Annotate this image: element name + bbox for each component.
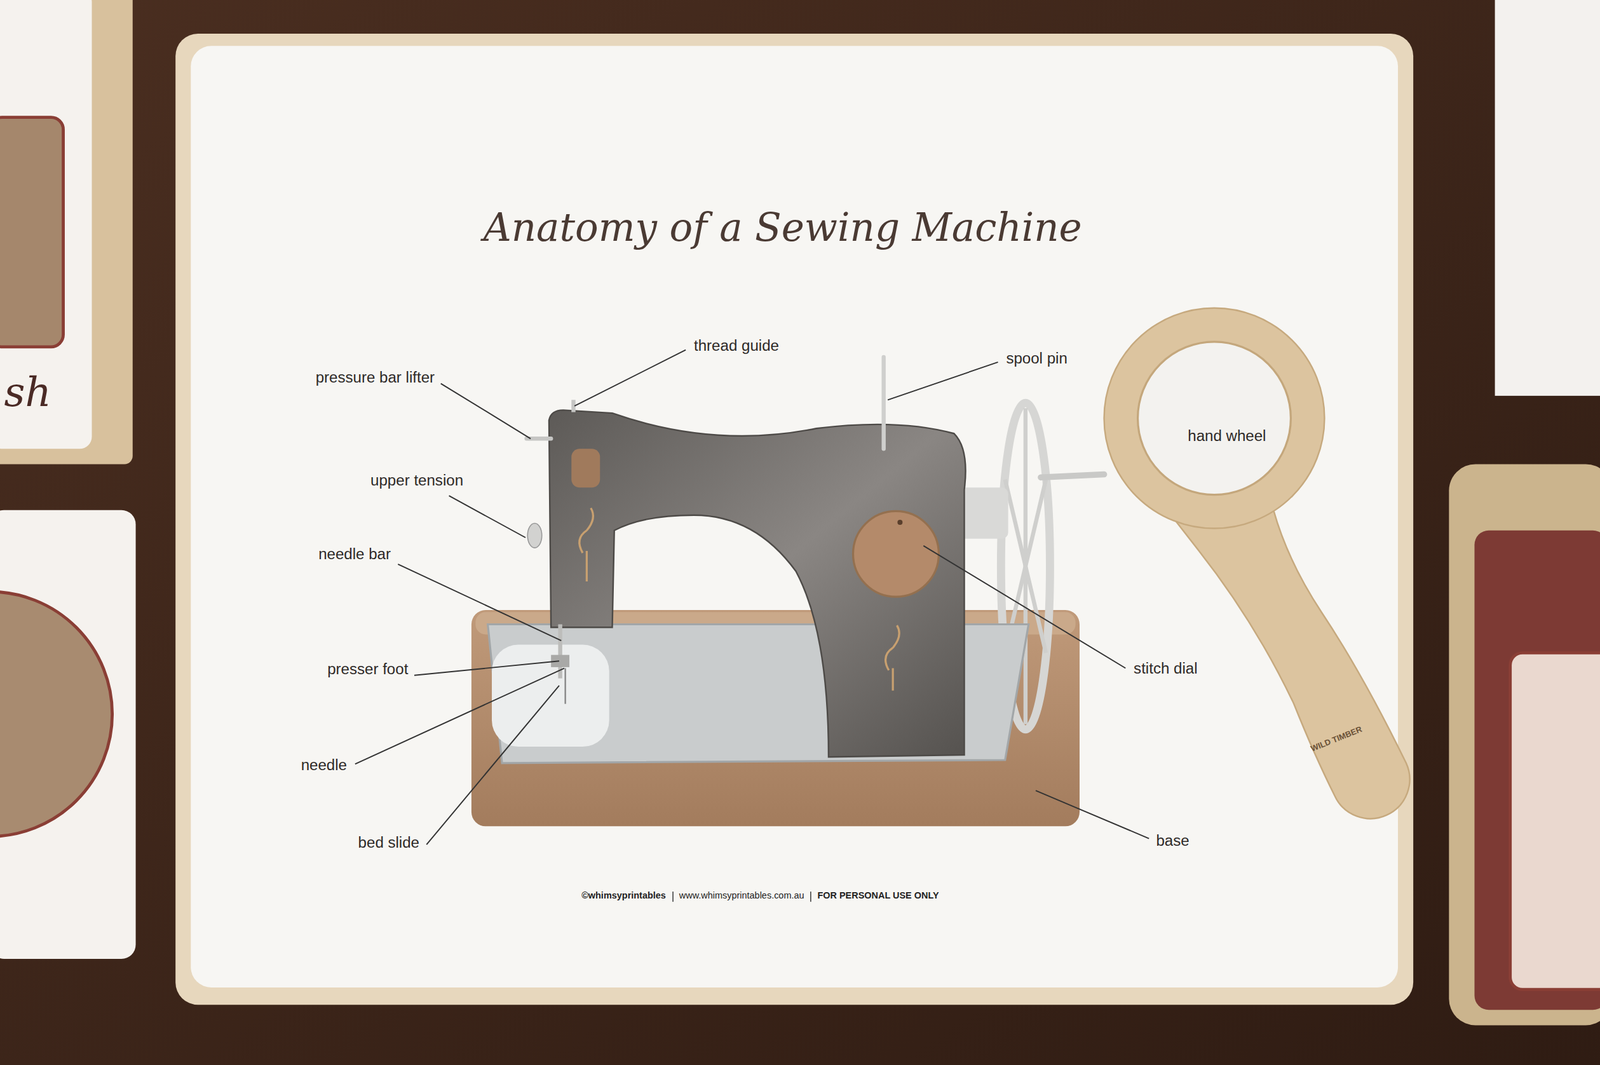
card-text: sh [3,367,51,417]
title: Anatomy of a Sewing Machine [0,203,1566,251]
part-label: thread guide [693,337,780,354]
part-label: presser foot [327,660,408,678]
separator [672,890,674,902]
footer-text: www.whimsyprintables.com.au [679,890,805,902]
part-label: bed slide [358,834,420,851]
footer-text: FOR PERSONAL USE ONLY [817,890,939,902]
footer-text: ©whimsyprintables [581,890,666,902]
separator [810,890,812,902]
part-label: pressure bar lifter [315,369,435,386]
part-label: upper tension [370,472,464,489]
footer: ©whimsyprintables www.whimsyprintables.co… [0,890,1521,902]
part-label: hand wheel [1187,427,1266,445]
part-label: spool pin [1005,350,1067,367]
part-label: base [1155,832,1189,849]
part-label: needle bar [318,545,391,563]
part-label: stitch dial [1133,660,1198,677]
part-label: needle [301,756,347,774]
